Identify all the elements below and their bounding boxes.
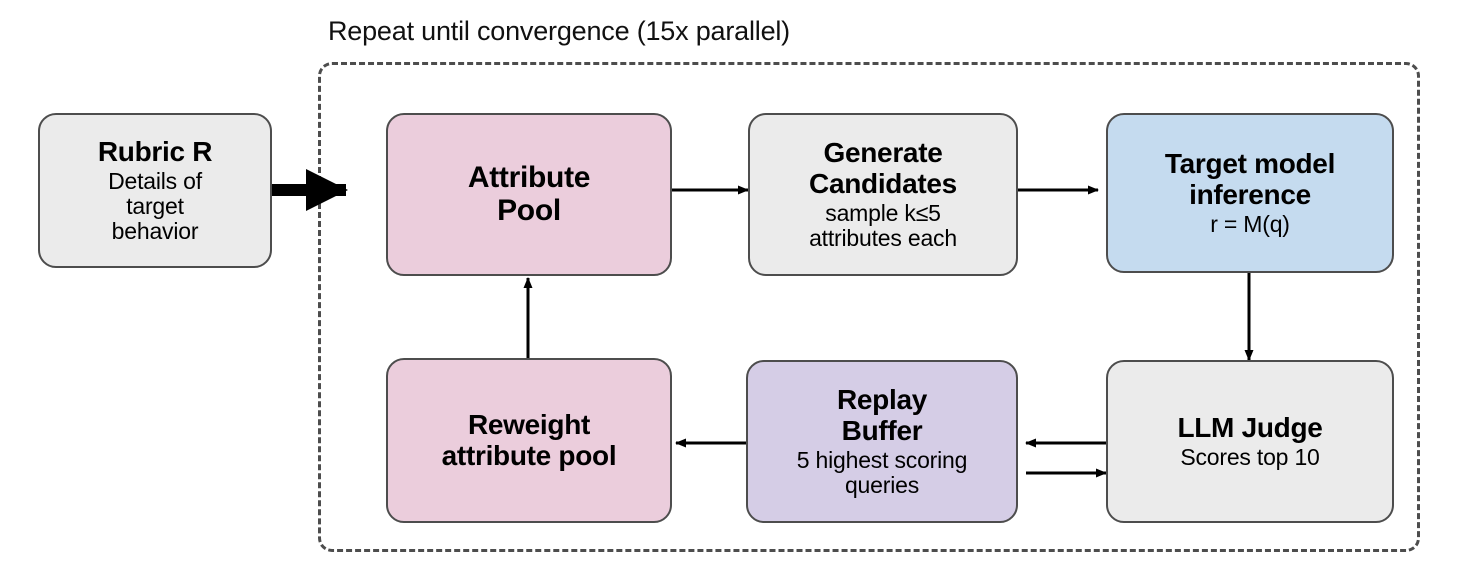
- repeat-loop-container: [318, 62, 1420, 552]
- node-replay-buffer[interactable]: Replay Buffer 5 highest scoring queries: [746, 360, 1018, 523]
- node-attribute-pool-title: Attribute Pool: [467, 161, 591, 227]
- node-llm-judge-subtitle: Scores top 10: [1180, 444, 1320, 471]
- node-rubric-r-subtitle: Details of target behavior: [108, 168, 202, 245]
- node-llm-judge-title: LLM Judge: [1177, 411, 1323, 443]
- node-target-model-inference-subtitle: r = M(q): [1210, 210, 1290, 237]
- node-rubric-r[interactable]: Rubric R Details of target behavior: [38, 113, 272, 268]
- node-generate-candidates-title: Generate Candidates: [809, 137, 957, 199]
- node-rubric-r-title: Rubric R: [97, 136, 213, 168]
- node-replay-buffer-title: Replay Buffer: [836, 384, 928, 446]
- loop-container-label: Repeat until convergence (15x parallel): [328, 16, 790, 46]
- node-llm-judge[interactable]: LLM Judge Scores top 10: [1106, 360, 1394, 523]
- node-reweight-attribute-pool[interactable]: Reweight attribute pool: [386, 358, 672, 523]
- node-generate-candidates-subtitle: sample k≤5 attributes each: [809, 199, 957, 251]
- node-reweight-attribute-pool-title: Reweight attribute pool: [441, 409, 617, 471]
- node-target-model-inference-title: Target model inference: [1164, 148, 1336, 210]
- node-generate-candidates[interactable]: Generate Candidates sample k≤5 attribute…: [748, 113, 1018, 276]
- node-attribute-pool[interactable]: Attribute Pool: [386, 113, 672, 276]
- node-replay-buffer-subtitle: 5 highest scoring queries: [796, 446, 968, 498]
- node-target-model-inference[interactable]: Target model inference r = M(q): [1106, 113, 1394, 273]
